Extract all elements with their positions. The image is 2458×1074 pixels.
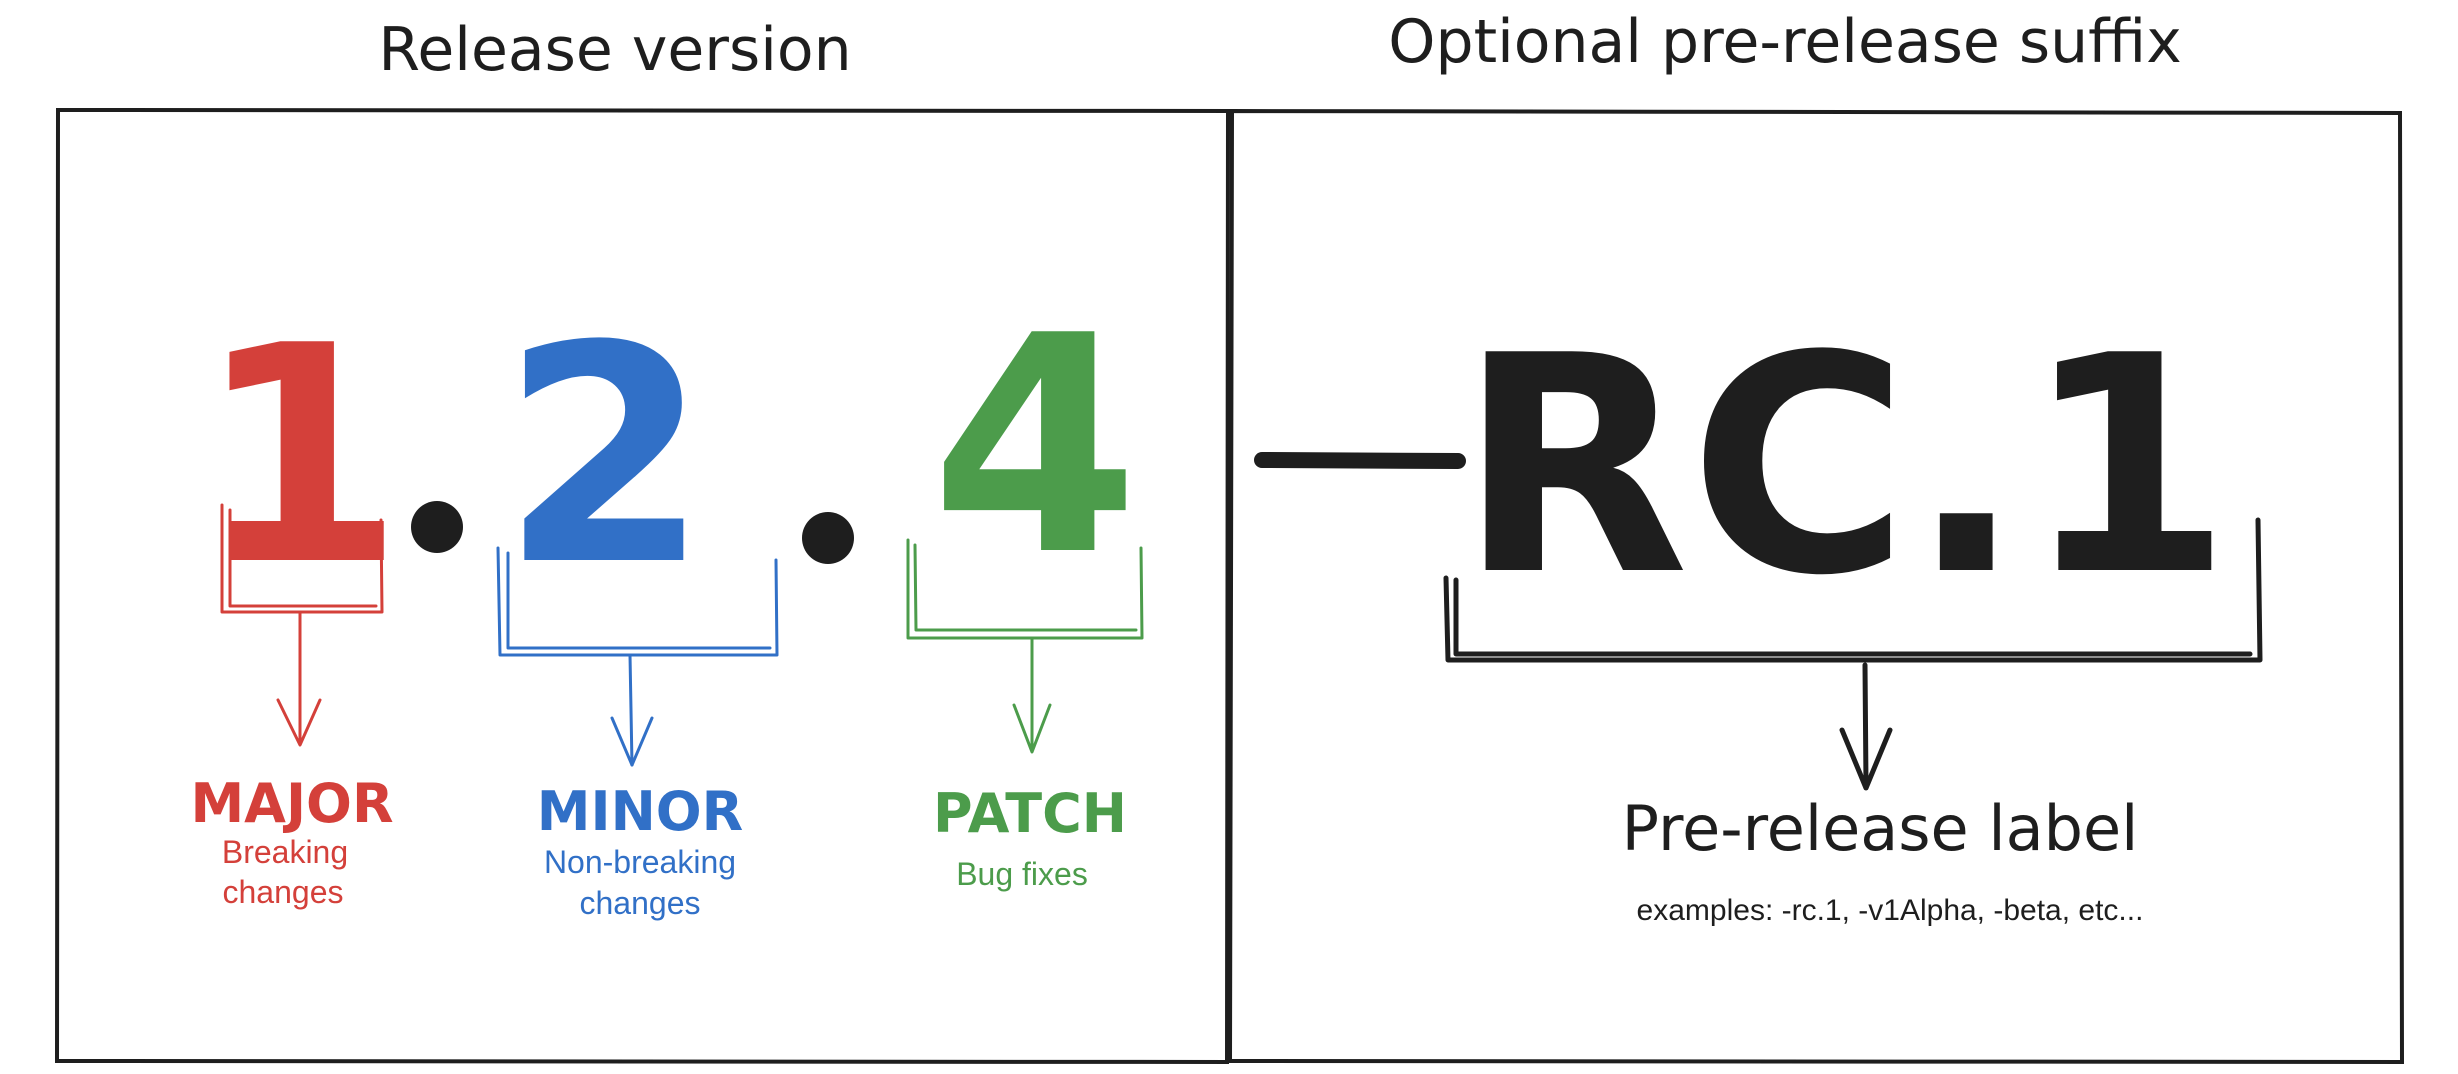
- heading-prerelease-suffix: Optional pre-release suffix: [1388, 7, 2181, 77]
- minor-description-line-2: changes: [580, 885, 701, 921]
- major-number: 1: [196, 282, 405, 631]
- patch-bracket: [906, 538, 1144, 754]
- patch-title: PATCH: [933, 782, 1127, 845]
- suffix-bracket: [1443, 517, 2263, 791]
- minor-title: MINOR: [537, 780, 744, 843]
- separator-dot-2: [802, 512, 854, 564]
- minor-number: 2: [501, 282, 710, 631]
- heading-release-version: Release version: [378, 15, 851, 85]
- major-description-line-2: changes: [223, 874, 344, 910]
- patch-number: 4: [931, 272, 1140, 621]
- right-panel-border: [1227, 108, 2405, 1065]
- left-panel-border: [54, 107, 1231, 1065]
- major-description-line-1: Breaking: [222, 834, 348, 870]
- separator-dot-1: [411, 501, 463, 553]
- prerelease-examples: examples: -rc.1, -v1Alpha, -beta, etc...: [1637, 894, 2144, 927]
- panel-borders: [54, 107, 2405, 1065]
- minor-bracket: [496, 546, 779, 767]
- major-bracket: [220, 503, 384, 747]
- prerelease-title: Pre-release label: [1622, 792, 2139, 865]
- major-title: MAJOR: [190, 772, 393, 835]
- suffix-dash: [1254, 452, 1466, 469]
- patch-description: Bug fixes: [956, 856, 1088, 892]
- suffix-label: RC.1: [1458, 292, 2232, 641]
- minor-description-line-1: Non-breaking: [544, 844, 736, 880]
